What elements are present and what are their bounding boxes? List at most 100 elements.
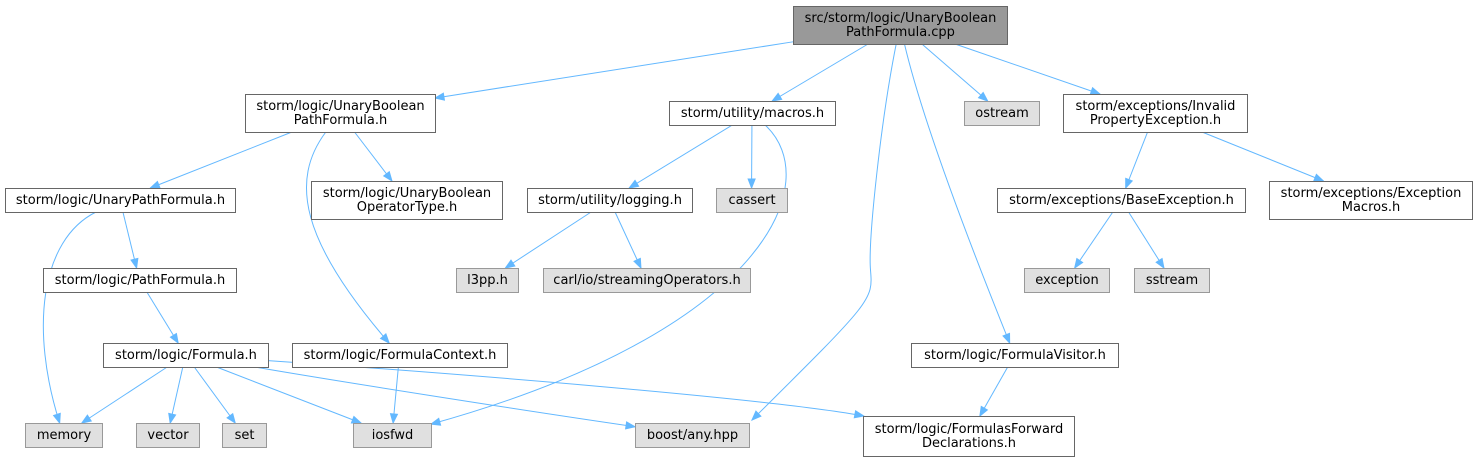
edge-macros_h-to-iosfwd [429, 124, 787, 426]
node-invalidprop_h[interactable]: storm/exceptions/InvalidPropertyExceptio… [1063, 94, 1248, 133]
arrow-head-icon [770, 92, 783, 102]
edge-line [1201, 131, 1324, 182]
edge-line [614, 211, 642, 269]
node-pathformula_h[interactable]: storm/logic/PathFormula.h [43, 268, 237, 293]
edge-invalidprop_h-to-baseexc_h [1125, 131, 1149, 190]
edge-line [354, 131, 393, 182]
node-label: storm/logic/UnaryPathFormula.h [16, 193, 225, 208]
node-box [456, 268, 519, 293]
node-box [311, 181, 503, 220]
arrow-head-icon [350, 415, 363, 424]
node-box [103, 343, 269, 368]
node-exception[interactable]: exception [1024, 268, 1110, 293]
arrow-head-icon [433, 92, 446, 101]
node-box [863, 416, 1075, 457]
edge-formula_h-to-memory [80, 366, 168, 424]
node-label: l3pp.h [467, 273, 508, 288]
node-box [1269, 181, 1473, 220]
edge-root-to-boostany [751, 43, 897, 421]
edge-logging_h-to-streamops_h [614, 211, 642, 270]
edge-baseexc_h-to-sstream [1128, 211, 1165, 270]
node-cassert[interactable]: cassert [716, 188, 788, 213]
arrow-head-icon [979, 405, 989, 418]
node-box [527, 188, 693, 213]
node-label: sstream [1146, 273, 1198, 288]
node-box [222, 423, 267, 448]
edge-line [81, 366, 168, 424]
node-sstream[interactable]: sstream [1134, 268, 1210, 293]
node-label: storm/logic/UnaryBoolean [256, 99, 424, 114]
arrow-head-icon [751, 410, 762, 421]
edge-root-to-ostream [921, 43, 989, 102]
node-box [1024, 268, 1110, 293]
node-root: src/storm/logic/UnaryBooleanPathFormula.… [793, 6, 1008, 45]
node-label: exception [1035, 273, 1099, 288]
node-streamops_h[interactable]: carl/io/streamingOperators.h [543, 268, 751, 293]
node-label: carl/io/streamingOperators.h [553, 273, 740, 288]
node-label: Macros.h [1342, 200, 1401, 215]
edge-line [122, 211, 138, 269]
node-label: src/storm/logic/UnaryBoolean [805, 11, 997, 26]
node-set[interactable]: set [222, 423, 267, 448]
node-label: OperatorType.h [357, 200, 457, 215]
node-boostany[interactable]: boost/any.hpp [635, 423, 750, 448]
node-ostream[interactable]: ostream [964, 101, 1040, 126]
node-box [1134, 268, 1210, 293]
edge-macros_h-to-logging_h [627, 124, 733, 189]
node-label: storm/exceptions/BaseException.h [1009, 193, 1234, 208]
arrow-head-icon [1002, 332, 1011, 345]
arrow-head-icon [149, 180, 161, 189]
node-label: storm/utility/macros.h [681, 106, 824, 121]
edge-line [42, 211, 97, 424]
edge-line [150, 131, 293, 189]
edge-invalidprop_h-to-excmacros_h [1201, 131, 1325, 182]
node-vector[interactable]: vector [136, 423, 200, 448]
node-baseexc_h[interactable]: storm/exceptions/BaseException.h [997, 188, 1246, 213]
node-iosfwd[interactable]: iosfwd [353, 423, 432, 448]
edge-line [193, 366, 236, 424]
node-upf_h[interactable]: storm/logic/UnaryPathFormula.h [5, 188, 236, 213]
edge-formula_h-to-vector [168, 366, 184, 425]
node-box [793, 6, 1008, 45]
node-formulactx_h[interactable]: storm/logic/FormulaContext.h [292, 343, 508, 368]
edge-line [305, 131, 390, 344]
node-macros_h[interactable]: storm/utility/macros.h [669, 101, 836, 126]
arrow-head-icon [633, 257, 642, 270]
node-fwddecl_h[interactable]: storm/logic/FormulasForwardDeclarations.… [863, 416, 1075, 457]
node-label: storm/utility/logging.h [538, 193, 682, 208]
edge-upf_h-to-pathformula_h [122, 211, 139, 270]
arrow-head-icon [1155, 257, 1165, 270]
edge-formulactx_h-to-iosfwd [389, 366, 399, 425]
node-memory[interactable]: memory [25, 423, 103, 448]
node-l3pp_h[interactable]: l3pp.h [456, 268, 519, 293]
arrow-head-icon [1089, 86, 1102, 95]
node-label: Declarations.h [922, 436, 1016, 451]
node-formulavis_h[interactable]: storm/logic/FormulaVisitor.h [911, 343, 1119, 368]
edge-formula_h-to-fwddecl_h [267, 360, 866, 419]
edge-line [1125, 131, 1149, 189]
edge-baseexc_h-to-exception [1073, 211, 1114, 270]
node-label: storm/logic/FormulaContext.h [304, 348, 497, 363]
edge-line [921, 43, 988, 102]
edge-upf_h-to-memory [42, 211, 97, 425]
node-label: storm/exceptions/Exception [1281, 186, 1462, 201]
node-label: memory [37, 428, 92, 443]
node-label: storm/logic/FormulaVisitor.h [924, 348, 1106, 363]
arrow-head-icon [130, 257, 139, 270]
node-label: PropertyException.h [1090, 113, 1221, 128]
edge-line [254, 366, 636, 428]
edge-pathformula_h-to-formula_h [146, 291, 179, 345]
node-formula_h[interactable]: storm/logic/Formula.h [103, 343, 269, 368]
node-label: ostream [975, 106, 1029, 121]
node-box [543, 268, 751, 293]
arrow-head-icon [1125, 177, 1134, 190]
node-label: boost/any.hpp [647, 428, 738, 443]
arrow-head-icon [52, 412, 61, 425]
node-label: storm/logic/Formula.h [115, 348, 257, 363]
edge-line [954, 43, 1101, 95]
edge-formula_h-to-set [193, 366, 237, 425]
node-logging_h[interactable]: storm/utility/logging.h [527, 188, 693, 213]
